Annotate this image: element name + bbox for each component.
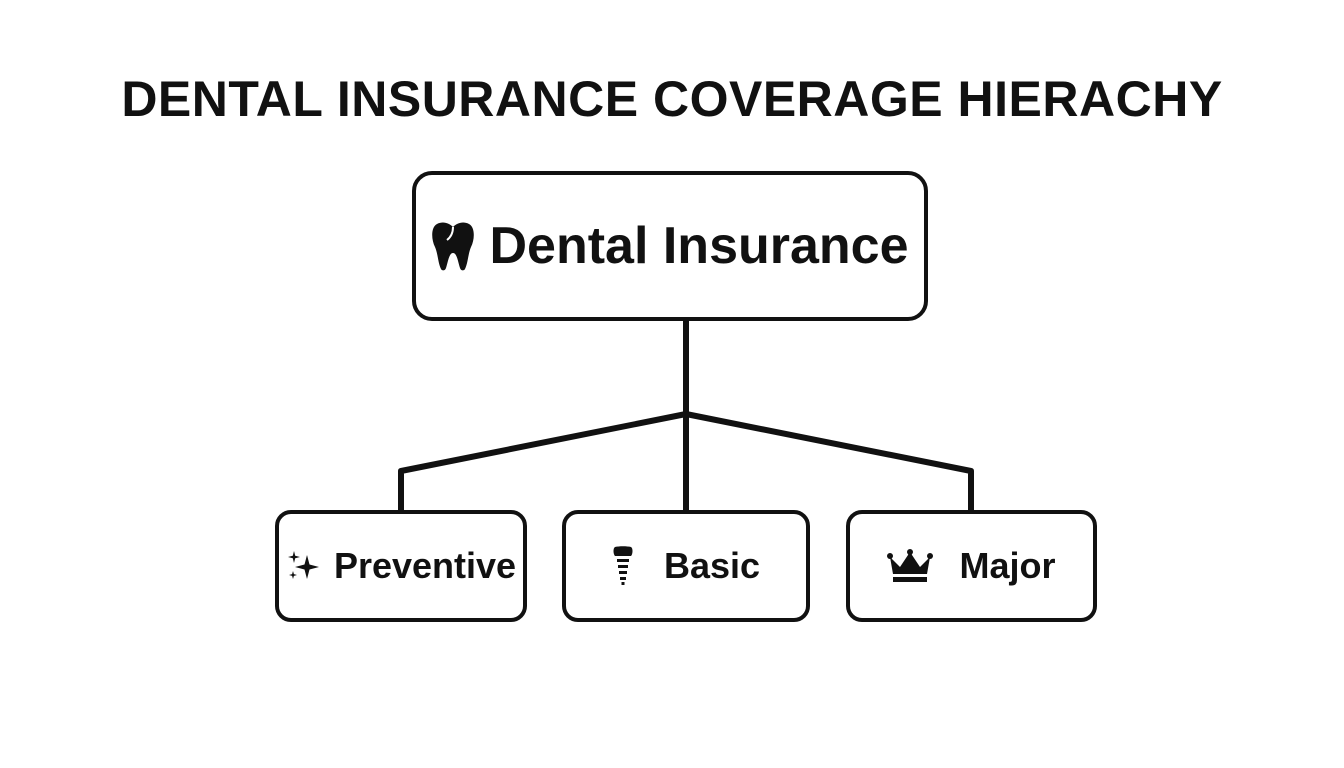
node-major-label: Major — [959, 545, 1056, 586]
branch-line-preventive — [398, 411, 687, 512]
node-basic-label: Basic — [663, 545, 761, 586]
diagram-title: DENTAL INSURANCE COVERAGE HIERACHY — [121, 71, 1223, 127]
node-major: Major — [846, 510, 1097, 622]
crown-icon — [887, 549, 934, 583]
node-basic: Basic — [562, 510, 810, 622]
node-preventive-label: Preventive — [333, 545, 517, 586]
root-node-label: Dental Insurance — [489, 217, 909, 275]
sparkles-icon — [286, 549, 320, 583]
root-node: Dental Insurance — [412, 171, 928, 321]
node-preventive: Preventive — [275, 510, 527, 622]
dental-implant-icon — [612, 546, 634, 586]
tooth-icon — [431, 221, 475, 271]
branch-line-major — [685, 411, 974, 512]
